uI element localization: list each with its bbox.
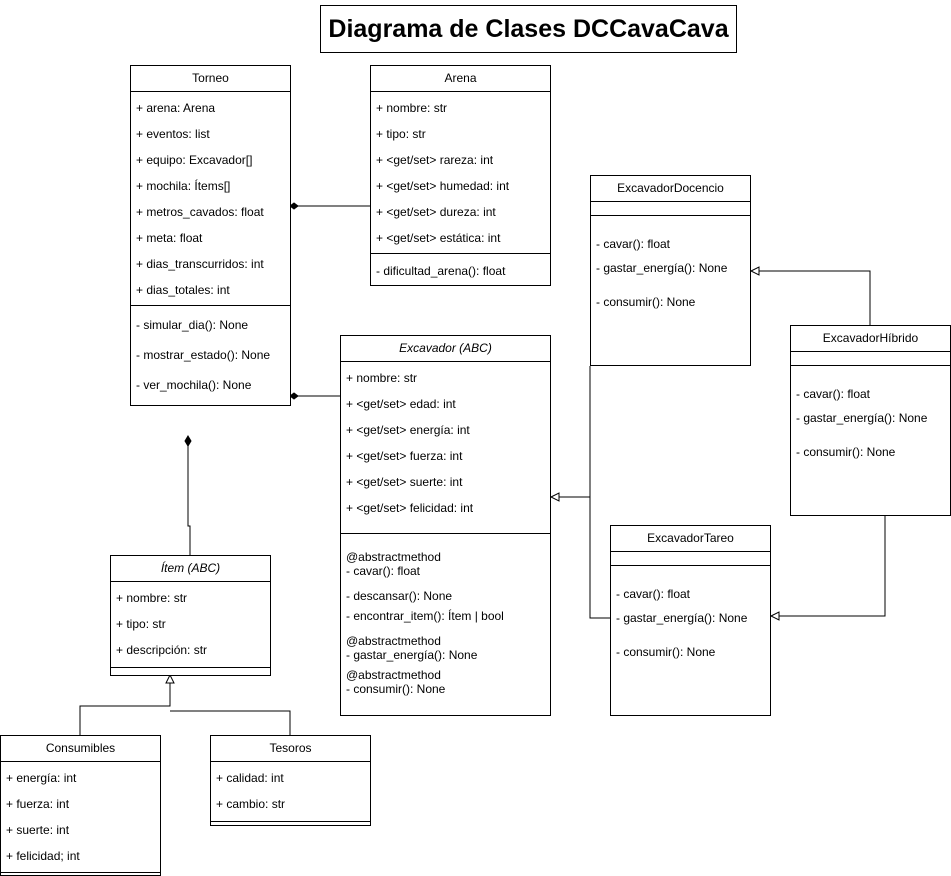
class-consumibles: Consumibles + energía: int + fuerza: int… [0, 735, 161, 876]
class-name: ExcavadorTareo [611, 526, 770, 552]
inheritance-tareo-line [589, 497, 610, 619]
attribute: + nombre: str [346, 371, 418, 385]
method: - consumir(): None [346, 682, 446, 696]
inheritance-consumibles-line [79, 683, 171, 735]
attribute: + dias_transcurridos: int [136, 257, 264, 271]
composition-diamond-arena [289, 202, 299, 210]
method: - gastar_energía(): None [796, 411, 928, 425]
class-name: Consumibles [1, 736, 160, 762]
method-decorator: @abstractmethod [346, 550, 441, 564]
inheritance-hibrido-tareo-line [773, 468, 886, 617]
class-name: ExcavadorDocencio [591, 176, 750, 202]
attribute: + tipo: str [116, 617, 166, 631]
inheritance-arrow-docencio [749, 266, 760, 276]
method-decorator: @abstractmethod [346, 668, 441, 682]
method: - consumir(): None [596, 295, 696, 309]
method: - cavar(): float [796, 387, 871, 401]
attribute: + energía: int [6, 771, 77, 785]
method: - gastar_energía(): None [346, 648, 478, 662]
attribute: + mochila: Ítems[] [136, 179, 231, 193]
method: - consumir(): None [616, 645, 716, 659]
method: - ver_mochila(): None [136, 378, 252, 392]
attribute: + <get/set> energía: int [346, 423, 470, 437]
attribute: + suerte: int [6, 823, 70, 837]
inheritance-tesoros-line [170, 710, 291, 735]
class-name: ExcavadorHíbrido [791, 326, 950, 352]
class-name: Arena [371, 66, 550, 92]
method: - encontrar_item(): Ítem | bool [346, 609, 504, 623]
attribute: + <get/set> humedad: int [376, 179, 510, 193]
composition-item-line [187, 442, 191, 555]
attribute: + <get/set> felicidad: int [346, 501, 474, 515]
method: - gastar_energía(): None [596, 261, 728, 275]
method: - simular_dia(): None [136, 318, 249, 332]
attribute: + arena: Arena [136, 101, 216, 115]
method: - descansar(): None [346, 589, 453, 603]
attribute: + equipo: Excavador[] [136, 153, 253, 167]
attribute: + <get/set> estática: int [376, 231, 501, 245]
attribute: + tipo: str [376, 127, 426, 141]
class-tesoros: Tesoros + calidad: int + cambio: str [210, 735, 371, 826]
class-excavador-hibrido: ExcavadorHíbrido - cavar(): float - gast… [790, 325, 951, 516]
class-name: Torneo [131, 66, 290, 92]
attribute: + cambio: str [216, 797, 286, 811]
attribute: + eventos: list [136, 127, 210, 141]
attribute: + descripción: str [116, 643, 208, 657]
attribute: + <get/set> rareza: int [376, 153, 494, 167]
method: - cavar(): float [596, 237, 671, 251]
inheritance-docencio-line [559, 366, 591, 498]
class-torneo: Torneo + arena: Arena + eventos: list + … [130, 65, 291, 406]
attribute: + nombre: str [376, 101, 448, 115]
class-excavador-tareo: ExcavadorTareo - cavar(): float - gastar… [610, 525, 771, 716]
class-item: Ítem (ABC) + nombre: str + tipo: str + d… [110, 555, 271, 676]
attribute: + <get/set> fuerza: int [346, 449, 463, 463]
inheritance-arrow-item [165, 673, 175, 684]
method: - gastar_energía(): None [616, 611, 748, 625]
inheritance-hibrido-line [753, 270, 871, 325]
attributes-empty [611, 552, 770, 566]
method: - cavar(): float [616, 587, 691, 601]
attribute: + felicidad; int [6, 849, 80, 863]
method: - dificultad_arena(): float [376, 264, 506, 278]
attribute: + dias_totales: int [136, 283, 230, 297]
attributes-empty [591, 202, 750, 216]
attribute: + metros_cavados: float [136, 205, 264, 219]
class-excavador: Excavador (ABC) + nombre: str + <get/set… [340, 335, 551, 716]
method: - cavar(): float [346, 564, 421, 578]
attributes-empty [791, 352, 950, 366]
composition-diamond-item [184, 435, 192, 447]
attribute: + fuerza: int [6, 797, 70, 811]
method: - mostrar_estado(): None [136, 348, 271, 362]
method: - consumir(): None [796, 445, 896, 459]
inheritance-arrow-tareo [769, 611, 780, 621]
class-arena: Arena + nombre: str + tipo: str + <get/s… [370, 65, 551, 286]
attribute: + <get/set> edad: int [346, 397, 456, 411]
attribute: + <get/set> dureza: int [376, 205, 496, 219]
method-decorator: @abstractmethod [346, 634, 441, 648]
class-name: Tesoros [211, 736, 370, 762]
diagram-title: Diagrama de Clases DCCavaCava [320, 5, 737, 53]
composition-diamond-excavador [289, 392, 299, 400]
class-name: Ítem (ABC) [111, 556, 270, 582]
class-excavador-docencio: ExcavadorDocencio - cavar(): float - gas… [590, 175, 751, 366]
inheritance-arrow-excavador [549, 492, 560, 502]
attribute: + nombre: str [116, 591, 188, 605]
attribute: + <get/set> suerte: int [346, 475, 463, 489]
attribute: + calidad: int [216, 771, 284, 785]
attribute: + meta: float [136, 231, 203, 245]
class-name: Excavador (ABC) [341, 336, 550, 362]
